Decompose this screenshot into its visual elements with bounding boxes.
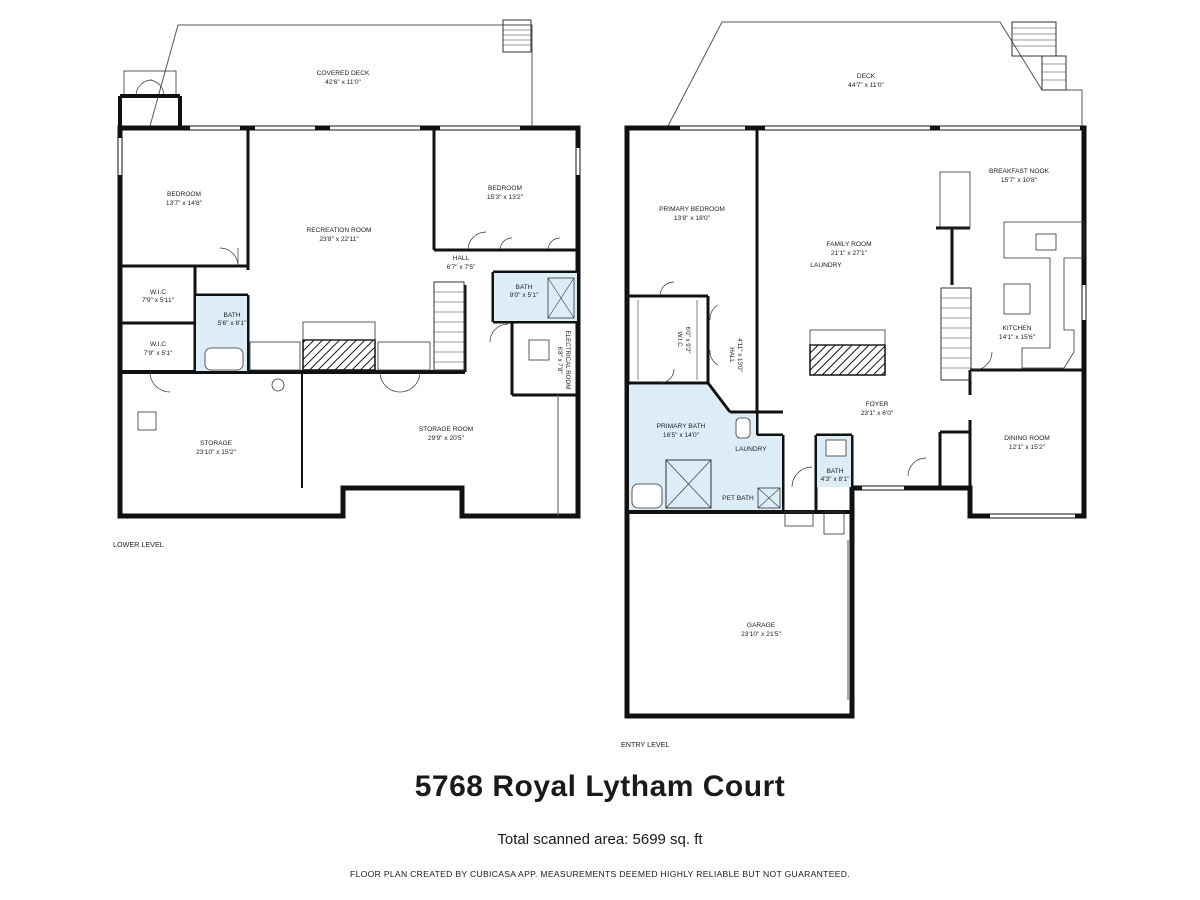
room-size: 23'1" x 6'0"	[861, 410, 894, 417]
room-label: DINING ROOM	[1004, 435, 1049, 442]
room-size: 6'7" x 7'5"	[447, 264, 476, 271]
room-label: BATH	[826, 468, 843, 475]
room-size: 29'9" x 20'5"	[428, 435, 465, 442]
room-label: PRIMARY BEDROOM	[659, 206, 725, 213]
room-label: RECREATION ROOM	[306, 227, 371, 234]
entry-deck-stairs	[1011, 21, 1067, 91]
room-label: PRIMARY BATH	[657, 423, 706, 430]
lower-deck-stairs	[502, 19, 532, 53]
room-label: BATH	[515, 284, 532, 291]
room-label: BREAKFAST NOOK	[989, 168, 1050, 175]
room-label: PET BATH	[722, 495, 754, 502]
room-size: 42'6" x 11'0"	[325, 79, 361, 86]
room-size: 6'0" x 9'2"	[684, 326, 691, 353]
level-label: LOWER LEVEL	[113, 540, 164, 549]
room-size: 15'3" x 13'2"	[487, 194, 524, 201]
room-label: GARAGE	[747, 622, 776, 629]
room-label: BATH	[223, 312, 240, 319]
room-size: 13'7" x 14'8"	[166, 200, 203, 207]
room-label: KITCHEN	[1003, 325, 1032, 332]
room-label: W.I.C	[150, 289, 166, 296]
room-size: 6'8" x 7'8"	[556, 346, 563, 373]
property-address: 5768 Royal Lytham Court	[414, 770, 786, 803]
room-size: 15'7" x 10'8"	[1001, 177, 1038, 184]
disclaimer: FLOOR PLAN CREATED BY CUBICASA APP. MEAS…	[350, 869, 850, 879]
entry-stairs	[940, 287, 972, 381]
room-label: FAMILY ROOM	[826, 241, 871, 248]
room-label: W.I.C	[150, 341, 166, 348]
room-size: 21'1" x 27'1"	[831, 250, 868, 257]
room-label: LAUNDRY	[735, 446, 767, 453]
room-label: COVERED DECK	[317, 70, 370, 77]
room-label: HALL	[453, 255, 470, 262]
room-label: STORAGE ROOM	[419, 426, 473, 433]
room-size: 7'9" x 5'11"	[142, 297, 175, 304]
lower-level-plan: COVERED DECK 42'6" x 11'0" BEDROOM 13'7"…	[113, 19, 581, 549]
room-label: ELECTRICAL ROOM	[564, 331, 571, 390]
room-label: DECK	[857, 73, 876, 80]
room-size: 23'8" x 22'11"	[319, 236, 359, 243]
room-label: FOYER	[866, 401, 889, 408]
room-size: 16'5" x 14'0"	[663, 432, 700, 439]
room-size: 23'10" x 15'2"	[196, 449, 236, 456]
room-size: 23'10" x 21'5"	[741, 631, 781, 638]
room-label: BEDROOM	[167, 191, 201, 198]
total-area: Total scanned area: 5699 sq. ft	[497, 831, 703, 848]
entry-level-plan: DECK 44'7" x 11'0" PRIMARY BEDROOM 13'8"…	[621, 21, 1087, 749]
level-label: ENTRY LEVEL	[621, 740, 669, 749]
room-label: BEDROOM	[488, 185, 522, 192]
room-size: 9'0" x 5'1"	[510, 292, 539, 299]
room-size: 5'6" x 8'1"	[218, 320, 247, 327]
room-label: W.I.C.	[676, 332, 683, 349]
room-label: STORAGE	[200, 440, 233, 447]
room-size: 12'1" x 15'2"	[1009, 444, 1046, 451]
room-label: HALL	[728, 347, 735, 363]
room-size: 13'8" x 18'0"	[674, 215, 711, 222]
room-size: 4'3" x 8'1"	[821, 476, 850, 483]
room-size: 4'11" x 13'0"	[736, 338, 743, 371]
room-label: LAUNDRY	[810, 262, 842, 269]
floor-plan-drawing: COVERED DECK 42'6" x 11'0" BEDROOM 13'7"…	[113, 19, 1087, 749]
room-size: 44'7" x 11'0"	[848, 82, 884, 89]
lower-stairs	[433, 281, 465, 371]
room-size: 14'1" x 15'6"	[999, 334, 1036, 341]
room-size: 7'9" x 5'1"	[144, 350, 173, 357]
